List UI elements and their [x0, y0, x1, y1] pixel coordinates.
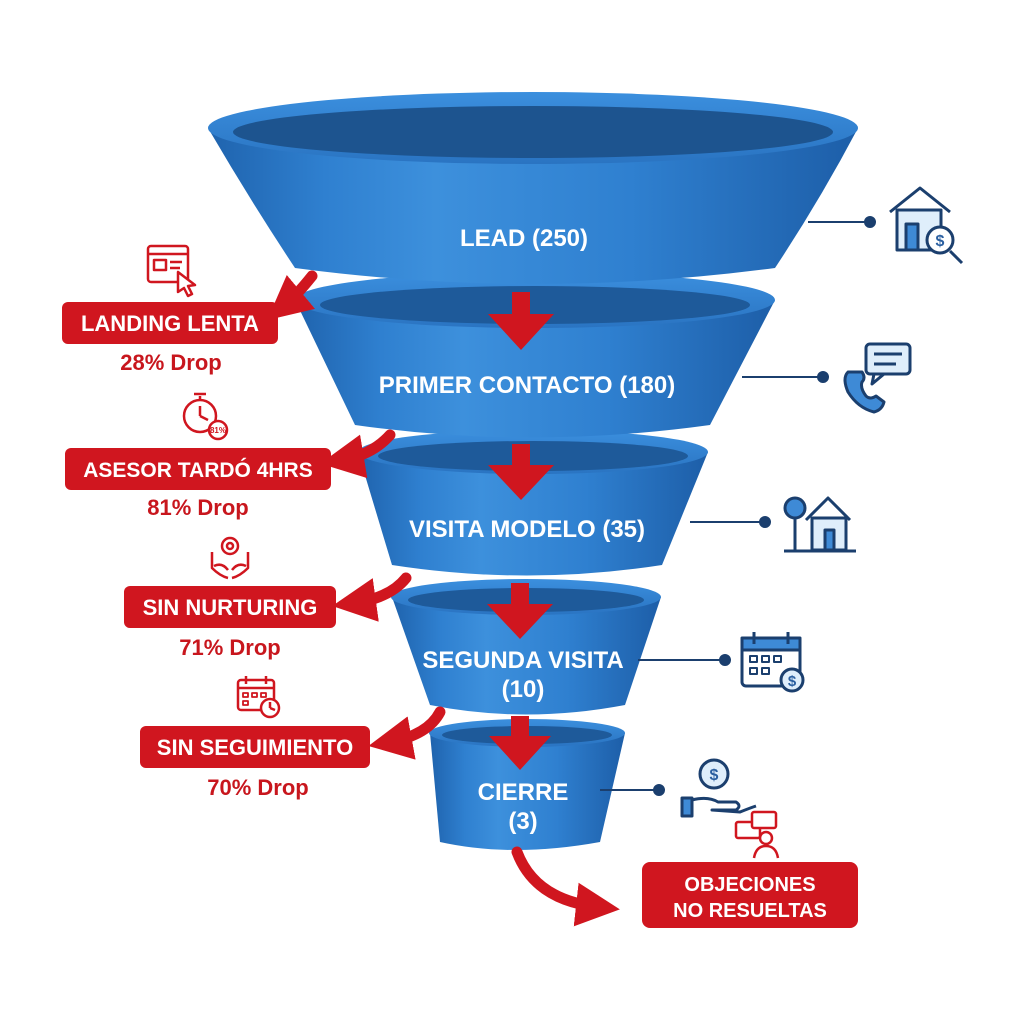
drop-badge-label: ASESOR TARDÓ 4HRS	[83, 458, 312, 482]
drop-badge-sin-seguimiento: SIN SEGUIMIENTO	[140, 726, 370, 768]
svg-text:$: $	[788, 673, 797, 690]
drop-badge-label: SIN NURTURING	[143, 595, 318, 620]
chat-person-icon	[734, 810, 780, 859]
stopwatch-icon: 81%	[182, 392, 229, 441]
funnel-segment-primer-contacto	[295, 272, 775, 438]
house-tree-icon	[783, 496, 856, 553]
drop-badge-label: SIN SEGUIMIENTO	[157, 735, 353, 760]
funnel-segment-visita-modelo	[358, 430, 708, 576]
stopwatch-percent: 81%	[210, 426, 226, 435]
down-arrow-3	[487, 583, 553, 639]
hand-coin-chat-icon: $	[680, 758, 757, 818]
drop-percent-3: 71% Drop	[179, 635, 280, 660]
drop-percent-2: 81% Drop	[147, 495, 248, 520]
drop-percent-4: 70% Drop	[207, 775, 308, 800]
drop-arrow-final	[511, 846, 620, 927]
funnel-segment-lead	[208, 92, 858, 284]
final-badge-objeciones: OBJECIONES NO RESUELTAS	[642, 862, 858, 928]
stage-label-primer-contacto: PRIMER CONTACTO (180)	[379, 372, 675, 399]
drop-arrows	[267, 270, 620, 927]
drop-badge-asesor-tardo: ASESOR TARDÓ 4HRS	[65, 448, 331, 490]
final-badge-line2: NO RESUELTAS	[673, 900, 827, 922]
svg-text:$: $	[710, 767, 719, 784]
stage-label-cierre: CIERRE	[478, 779, 569, 806]
down-arrow-4	[489, 716, 551, 770]
stage-label-segunda-visita: SEGUNDA VISITA	[422, 647, 623, 674]
web-page-click-icon	[146, 244, 197, 298]
hands-gear-icon	[210, 536, 250, 580]
stage-label-visita-modelo: VISITA MODELO (35)	[409, 516, 645, 543]
drop-arrow-4	[368, 706, 446, 760]
svg-text:$: $	[936, 233, 945, 250]
drop-badge-sin-nurturing: SIN NURTURING	[124, 586, 336, 628]
drop-arrow-1	[267, 270, 318, 321]
funnel-segment-cierre	[429, 719, 625, 850]
final-badge-line1: OBJECIONES	[684, 874, 815, 896]
stage-label-cierre-count: (3)	[508, 808, 537, 835]
connectors	[600, 216, 876, 796]
stage-label-lead: LEAD (250)	[460, 225, 588, 252]
stage-label-segunda-visita-count: (10)	[502, 676, 545, 703]
calendar-money-icon: $	[740, 632, 805, 693]
drop-arrow-2	[320, 429, 396, 479]
phone-chat-icon	[843, 342, 912, 414]
house-money-search-icon: $	[889, 186, 964, 265]
down-arrow-1	[488, 292, 554, 350]
down-arrow-2	[488, 444, 554, 500]
calendar-clock-icon	[236, 676, 281, 719]
down-arrows	[487, 292, 554, 770]
drop-badge-landing-lenta: LANDING LENTA	[62, 302, 278, 344]
drop-arrow-3	[332, 572, 412, 622]
drop-percent-1: 28% Drop	[120, 350, 221, 375]
drop-badge-label: LANDING LENTA	[81, 311, 259, 336]
